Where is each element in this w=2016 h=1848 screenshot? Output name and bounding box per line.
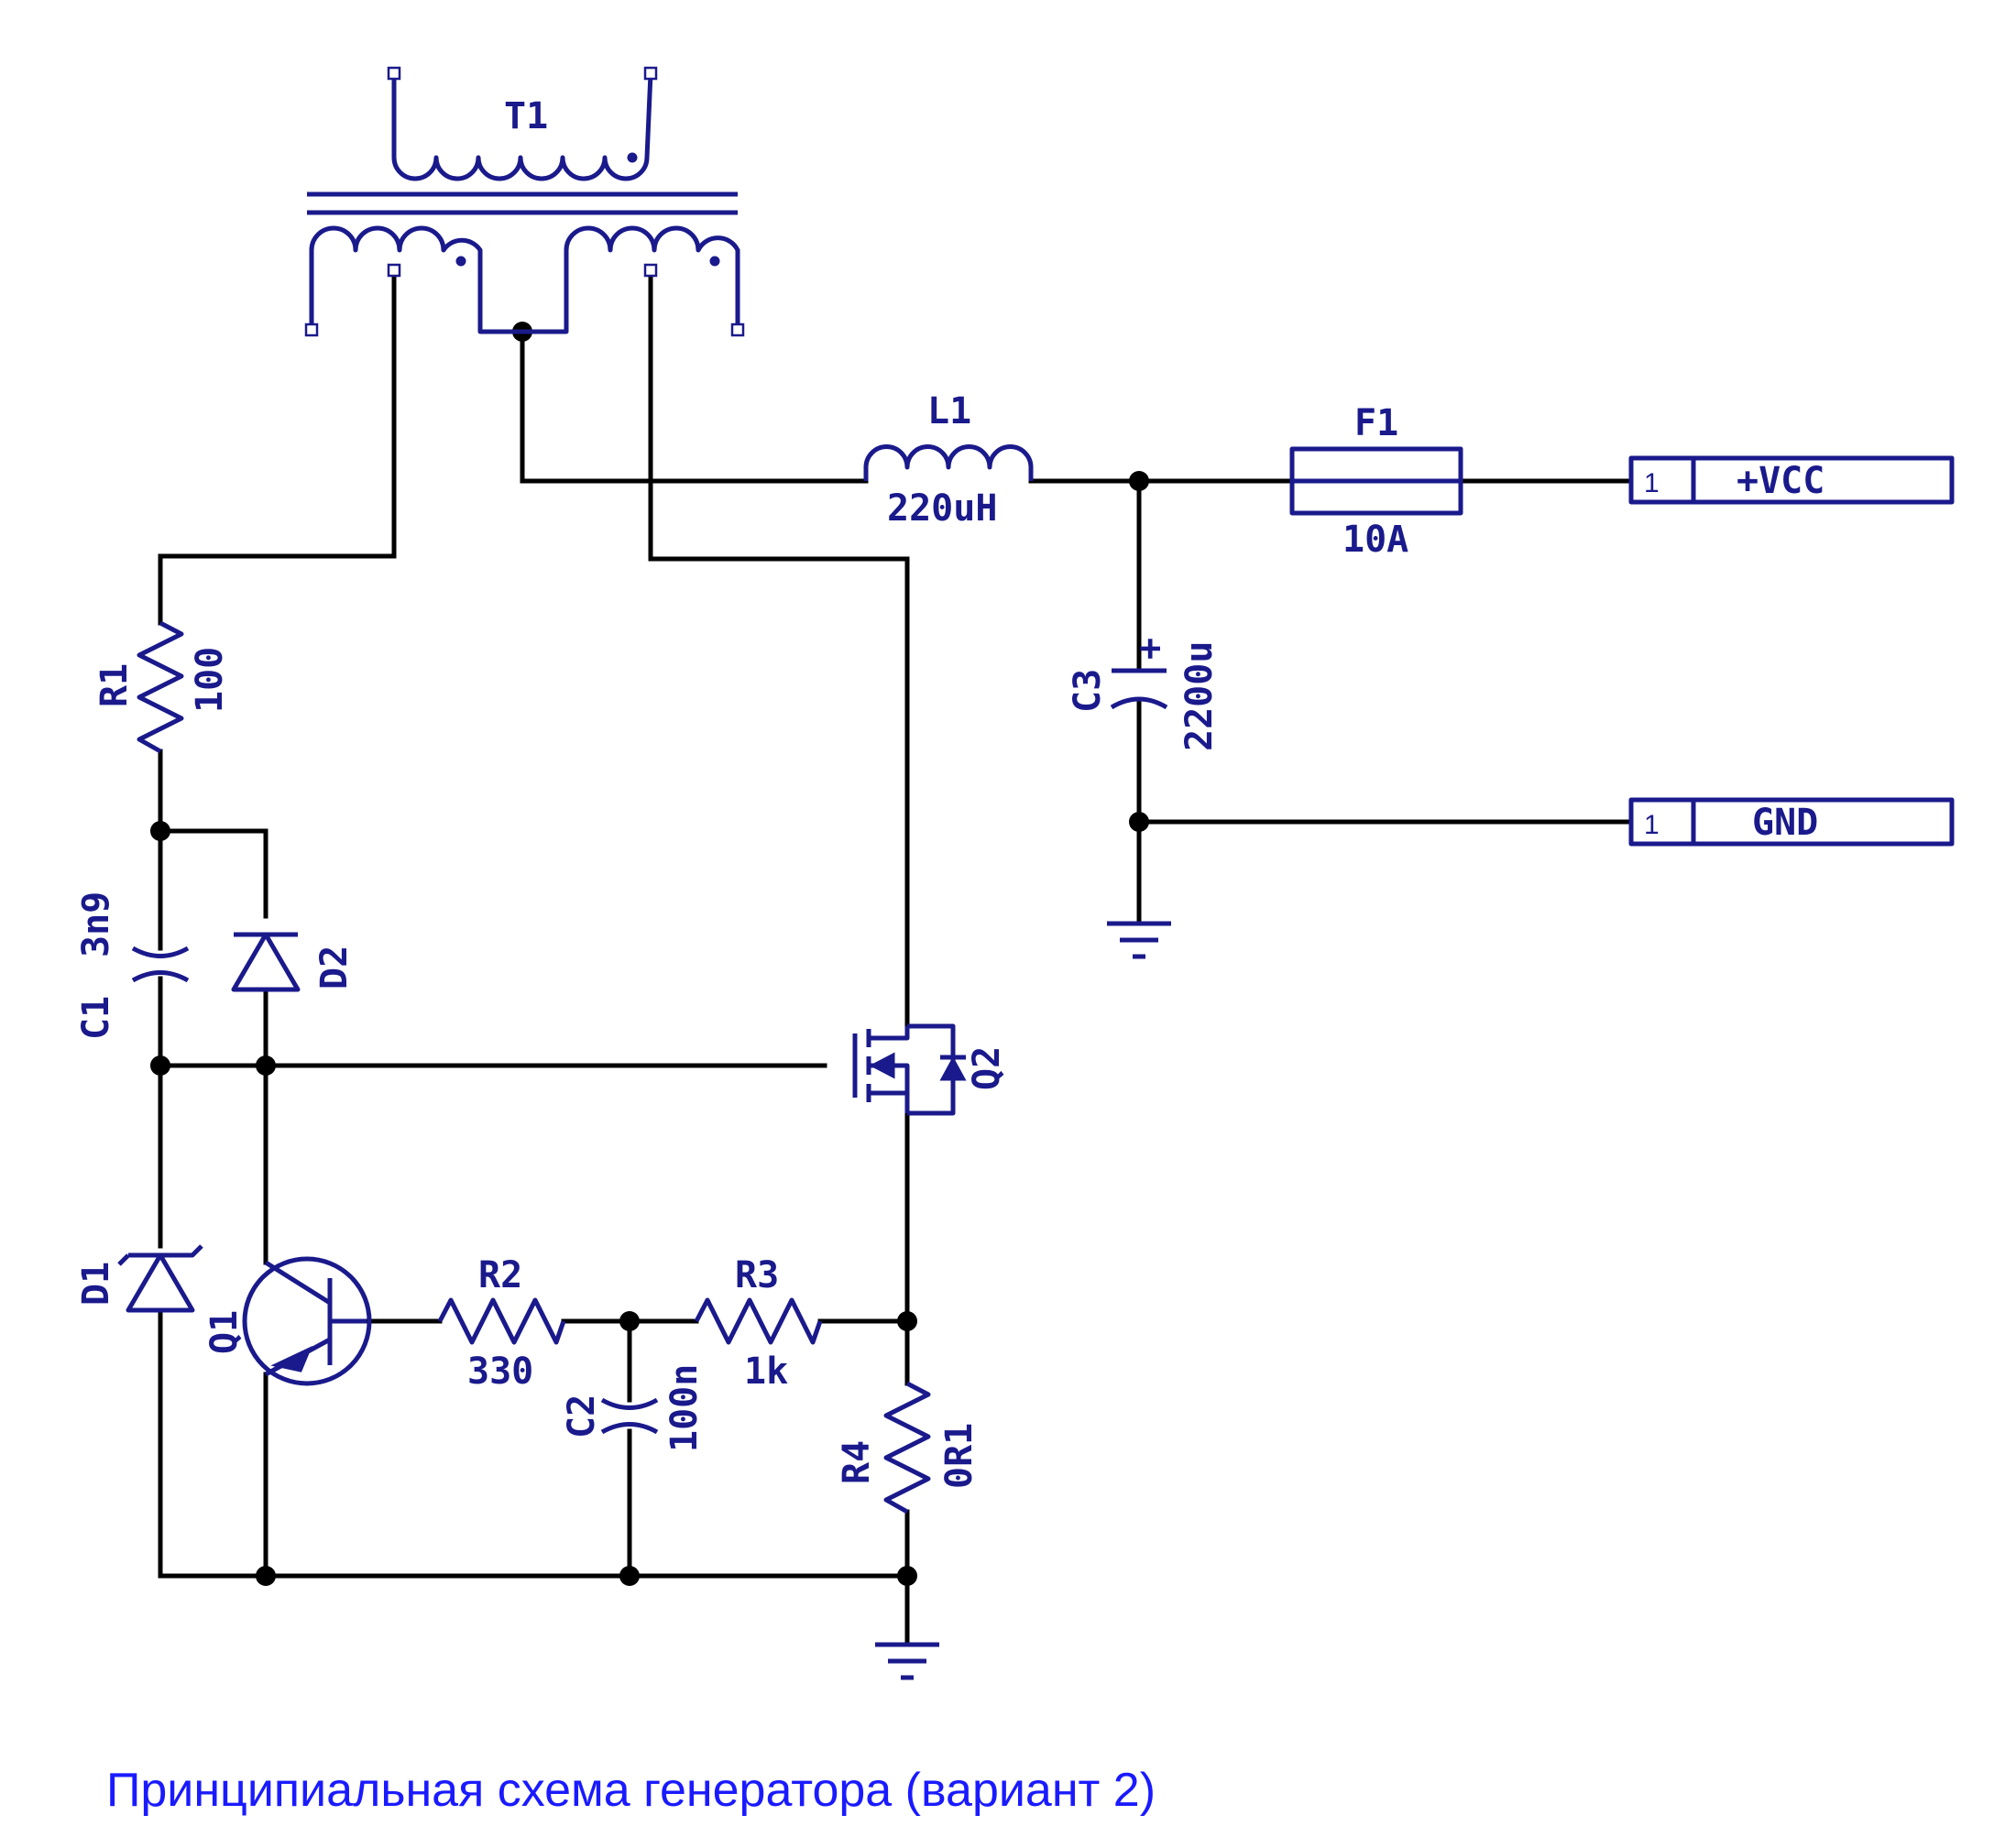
transistor-q1: Q1 xyxy=(203,1256,372,1386)
resistor-r4: R4 0R1 xyxy=(836,1381,981,1514)
junction-dot xyxy=(619,1566,640,1586)
t1-ref-label: T1 xyxy=(504,95,548,137)
capacitor-c2: C2 100n xyxy=(561,1364,706,1452)
r4-value-label: 0R1 xyxy=(938,1423,981,1489)
r3-value-label: 1k xyxy=(744,1350,788,1393)
junction-dot xyxy=(256,1566,276,1586)
c3-ref-label: C3 xyxy=(1067,669,1109,713)
zener-diode-d1: D1 xyxy=(75,1244,203,1313)
c3-polarity-label: + xyxy=(1129,638,1171,660)
junction-dot xyxy=(897,1566,917,1586)
l1-ref-label: L1 xyxy=(927,390,971,432)
resistor-r2: R2 330 xyxy=(437,1254,566,1393)
r3-ref-label: R3 xyxy=(735,1254,779,1296)
gnd-label: GND xyxy=(1752,802,1818,844)
vcc-pin-number: 1 xyxy=(1644,468,1660,498)
junction-dot xyxy=(150,1055,170,1076)
diagram-caption: Принципиальная схема генератора (вариант… xyxy=(106,1764,1156,1817)
capacitor-c1: 3n9 C1 xyxy=(75,891,190,1040)
t1-left-winding xyxy=(309,225,522,334)
junction-dot xyxy=(619,1311,640,1331)
connector-gnd: 1 GND xyxy=(1628,797,1955,847)
junction-dot xyxy=(1129,471,1149,491)
c3-value-label: 2200u xyxy=(1178,641,1221,751)
f1-value-label: 10A xyxy=(1342,519,1408,561)
r1-ref-label: R1 xyxy=(93,663,136,707)
junction-dot xyxy=(897,1311,917,1331)
ground-symbol xyxy=(1107,921,1171,959)
junction-dot xyxy=(256,1055,276,1076)
c2-ref-label: C2 xyxy=(561,1394,603,1438)
transformer-t1: T1 xyxy=(304,66,745,337)
gnd-pin-number: 1 xyxy=(1644,810,1660,840)
c2-value-label: 100n xyxy=(663,1364,706,1452)
l1-value-label: 220uH xyxy=(887,487,997,530)
fuse-f1: F1 10A xyxy=(1289,402,1463,561)
d2-ref-label: D2 xyxy=(313,946,356,990)
resistor-r3: R3 1k xyxy=(694,1254,823,1393)
r1-value-label: 100 xyxy=(189,647,231,713)
diode-d2: D2 xyxy=(231,932,356,992)
inductor-l1: L1 220uH xyxy=(863,390,1034,530)
mosfet-q2: Q2 xyxy=(852,1023,1008,1116)
r4-ref-label: R4 xyxy=(836,1440,878,1484)
wires xyxy=(158,268,1634,1647)
q1-ref-label: Q1 xyxy=(203,1310,246,1354)
junctions xyxy=(150,322,1149,1586)
f1-ref-label: F1 xyxy=(1354,402,1398,444)
connector-vcc: 1 +VCC xyxy=(1628,455,1955,505)
r2-value-label: 330 xyxy=(467,1350,533,1393)
d1-ref-label: D1 xyxy=(75,1262,117,1306)
junction-dot xyxy=(150,821,170,841)
capacitor-c3: C3 + 2200u xyxy=(1067,638,1221,751)
r2-ref-label: R2 xyxy=(478,1254,522,1296)
q2-ref-label: Q2 xyxy=(966,1046,1008,1090)
c1-ref-label: C1 xyxy=(75,996,117,1040)
vcc-label: +VCC xyxy=(1737,460,1824,502)
t1-top-winding xyxy=(391,72,653,181)
c1-value-label: 3n9 xyxy=(75,891,117,957)
junction-dot xyxy=(1129,812,1149,832)
t1-right-winding xyxy=(522,225,740,334)
resistor-r1: R1 100 xyxy=(93,620,231,754)
ground-symbol xyxy=(875,1642,939,1680)
